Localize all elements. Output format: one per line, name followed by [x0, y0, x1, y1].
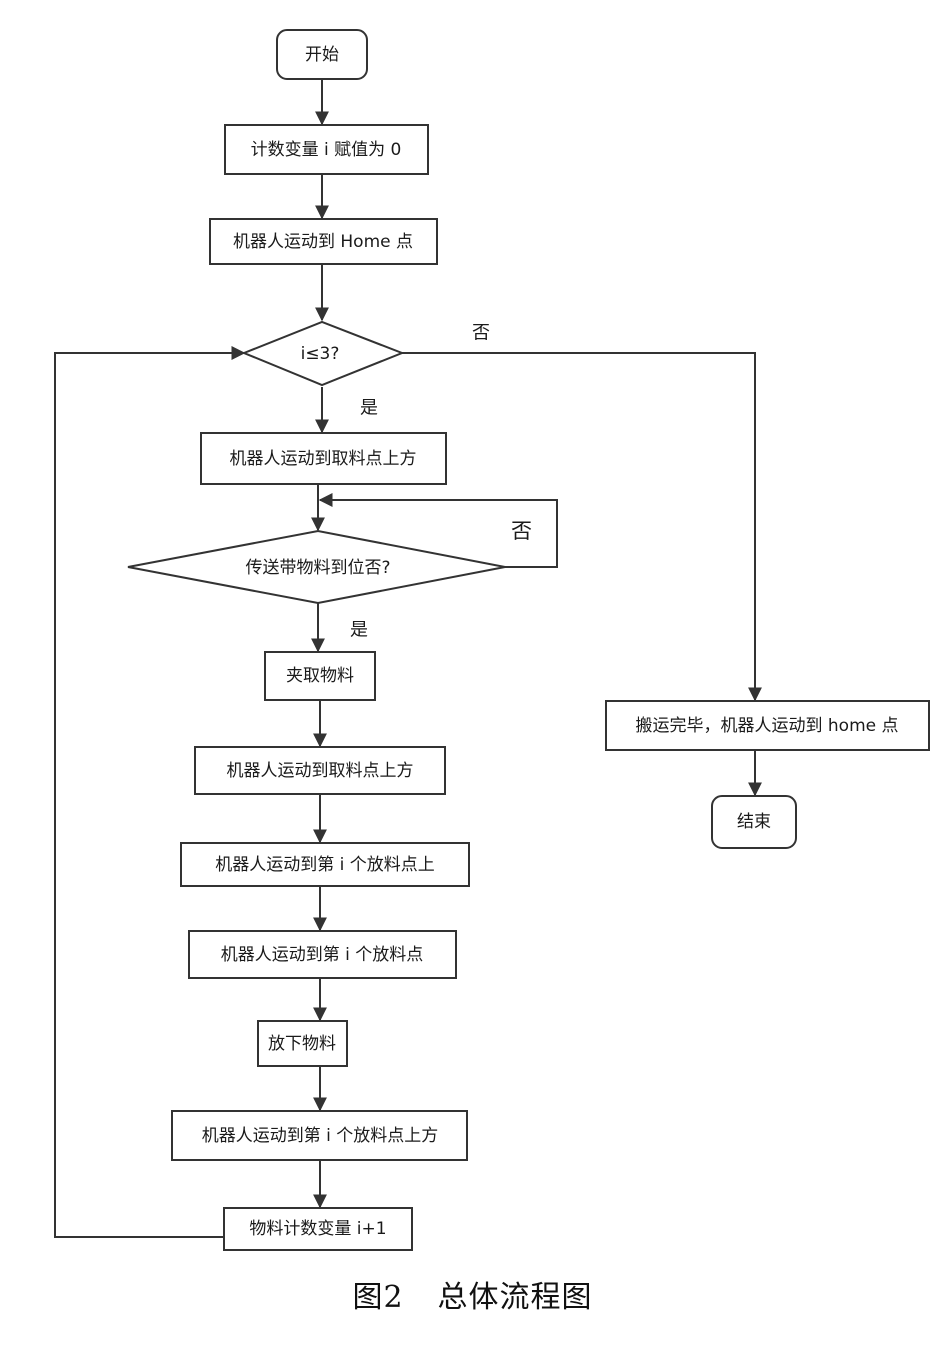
place-box — [188, 930, 457, 979]
finish-box — [605, 700, 930, 751]
place-above-box — [180, 842, 470, 887]
grab-label: 夹取物料 — [286, 666, 354, 686]
figure-caption: 图2 总体流程图 — [0, 1272, 945, 1316]
increment-box — [223, 1207, 413, 1251]
home-box — [209, 218, 438, 265]
back-pick-above-box — [194, 746, 446, 795]
cond-i-yes-label: 是 — [360, 398, 378, 419]
finish-label: 搬运完毕，机器人运动到 home 点 — [635, 716, 898, 736]
cond-i-diamond — [241, 320, 405, 387]
pick-above-label: 机器人运动到取料点上方 — [230, 449, 417, 469]
back-place-above-box — [171, 1110, 468, 1161]
grab-box — [264, 651, 376, 701]
back-pick-above-label: 机器人运动到取料点上方 — [227, 761, 414, 781]
flowchart: 开始 计数变量 i 赋值为 0 机器人运动到 Home 点 i≤3? 机器人运动… — [54, 29, 930, 1251]
figure-number: 图2 — [352, 1280, 404, 1315]
release-box — [257, 1020, 348, 1067]
conveyor-yes-label: 是 — [350, 620, 368, 641]
increment-label: 物料计数变量 i+1 — [249, 1219, 386, 1239]
end-label: 结束 — [737, 812, 771, 832]
init-label: 计数变量 i 赋值为 0 — [251, 140, 402, 160]
cond-i-no-label: 否 — [472, 323, 490, 344]
pick-above-box — [200, 432, 447, 485]
home-label: 机器人运动到 Home 点 — [233, 232, 413, 252]
end-terminal — [711, 795, 797, 849]
start-label: 开始 — [305, 45, 339, 65]
cond-conveyor-diamond — [127, 529, 506, 605]
place-label: 机器人运动到第 i 个放料点 — [221, 945, 424, 965]
figure-title: 总体流程图 — [437, 1280, 593, 1315]
edge-loop-back — [54, 346, 246, 1238]
init-box — [224, 124, 429, 175]
edge-cond-i-no — [402, 352, 762, 702]
start-terminal — [276, 29, 368, 80]
cond-i-label: i≤3? — [301, 344, 340, 364]
place-above-label: 机器人运动到第 i 个放料点上 — [215, 855, 435, 875]
conveyor-no-label: 否 — [511, 519, 532, 543]
release-label: 放下物料 — [268, 1034, 336, 1054]
back-place-above-label: 机器人运动到第 i 个放料点上方 — [202, 1126, 439, 1146]
edge-cond-conveyor-no — [318, 493, 558, 568]
cond-conveyor-label: 传送带物料到位否? — [245, 558, 390, 578]
